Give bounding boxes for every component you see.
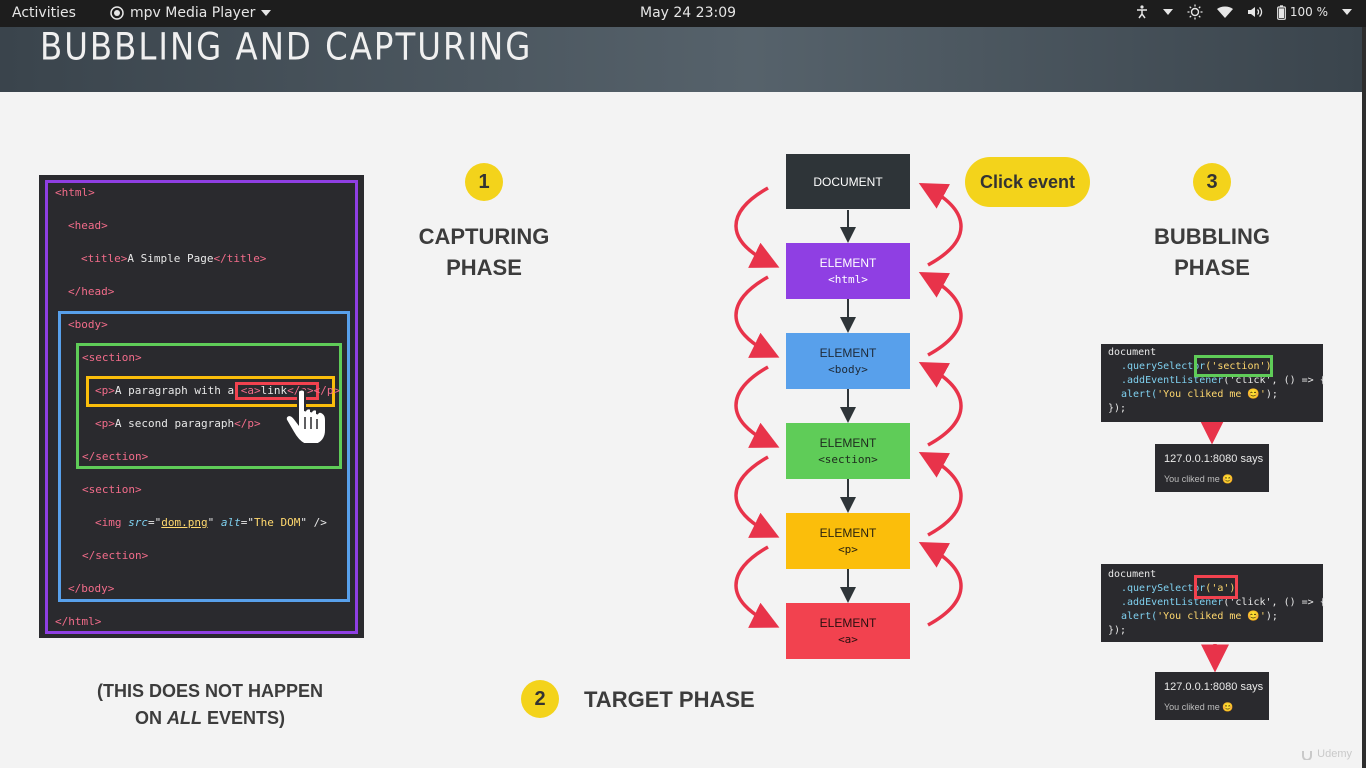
dom-node-label: ELEMENT (819, 526, 877, 540)
code-line-img: <img src="dom.png" alt="The DOM" /> (95, 516, 327, 529)
dom-node-tag: <section> (818, 453, 878, 466)
battery-percentage: 100 % (1289, 5, 1328, 19)
section-highlight-box (1194, 355, 1273, 377)
capturing-arrow (734, 545, 780, 628)
system-tray[interactable]: 100 % (1135, 4, 1352, 20)
chevron-down-icon (261, 10, 272, 16)
window-edge (1362, 27, 1366, 768)
bubbling-arrow (918, 451, 963, 537)
bubbling-arrow (918, 271, 963, 357)
phase-2-badge: 2 (521, 680, 559, 718)
battery-icon (1276, 4, 1286, 20)
app-menu[interactable]: mpv Media Player (110, 5, 272, 21)
udemy-logo-icon (1302, 751, 1313, 760)
html-code-panel: <html> <head> <title>A Simple Page</titl… (39, 175, 364, 638)
dom-node-label: ELEMENT (819, 616, 877, 630)
code-line-title: <title>A Simple Page</title> (81, 252, 267, 265)
dom-node-2: ELEMENT <body> (786, 333, 910, 389)
clock[interactable]: May 24 23:09 (640, 5, 737, 21)
udemy-watermark: Udemy (1301, 748, 1352, 760)
dom-node-label: ELEMENT (819, 256, 877, 270)
code-line-section-close: </section> (82, 450, 149, 463)
code-snippet-a: document .querySelector('a') .addEventLi… (1101, 564, 1326, 642)
app-name: mpv Media Player (130, 5, 256, 21)
code-line-paragraph-link: <p>A paragraph with a <a>link</a></p> (95, 384, 341, 397)
events-note: (THIS DOES NOT HAPPEN ON ALL EVENTS) (96, 681, 324, 728)
dom-node-0: DOCUMENT (786, 154, 910, 209)
target-phase-label: TARGET PHASE (584, 687, 755, 712)
code-line-html-open: <html> (55, 186, 95, 199)
bubbling-arrow (918, 361, 963, 447)
p-outline-box (86, 376, 335, 407)
wifi-icon (1216, 6, 1233, 18)
code-line-head-close: </head> (68, 285, 115, 298)
phase-3-badge: 3 (1193, 163, 1231, 201)
dom-node-5: ELEMENT <a> (786, 603, 910, 659)
dom-node-label: ELEMENT (819, 346, 877, 360)
code-line-section2-open: <section> (82, 483, 142, 496)
top-bar: Activities mpv Media Player May 24 23:09… (0, 0, 1366, 27)
section-outline-box (76, 343, 342, 469)
bubbling-arrow (918, 182, 963, 267)
chevron-down-icon (1342, 9, 1352, 15)
dom-node-tag: <html> (828, 273, 868, 286)
bubbling-arrow (918, 541, 963, 627)
capturing-arrow (734, 186, 780, 268)
hand-cursor-icon (284, 388, 327, 445)
dom-node-label: DOCUMENT (813, 174, 883, 189)
slide-title: BUBBLING AND CAPTURING (40, 25, 533, 70)
code-line-section2-close: </section> (82, 549, 149, 562)
chevron-down-icon (1162, 9, 1173, 15)
activities-button[interactable]: Activities (12, 5, 76, 21)
body-outline-box (58, 311, 350, 602)
phase-1-badge: 1 (465, 163, 503, 201)
alert-dialog-1: 127.0.0.1:8080 says You cliked me 😊 (1155, 444, 1269, 492)
dom-node-4: ELEMENT <p> (786, 513, 910, 569)
brightness-icon (1187, 4, 1203, 20)
code-line-head-open: <head> (68, 219, 108, 232)
click-event-pill: Click event (965, 157, 1090, 207)
accessibility-icon[interactable] (1135, 5, 1149, 19)
volume-icon (1247, 7, 1262, 17)
mpv-icon (110, 6, 124, 20)
dom-node-label: ELEMENT (819, 436, 877, 450)
code-line-section-open: <section> (82, 351, 142, 364)
capturing-arrow (734, 275, 780, 358)
dom-node-3: ELEMENT <section> (786, 423, 910, 479)
dom-node-tag: <body> (828, 363, 868, 376)
alert-dialog-2: 127.0.0.1:8080 says You cliked me 😊 (1155, 672, 1269, 720)
code-line-second-paragraph: <p>A second paragraph</p> (95, 417, 261, 430)
capturing-arrow (734, 365, 780, 448)
a-highlight-box (1194, 575, 1238, 599)
code-line-html-close: </html> (55, 615, 102, 628)
dom-node-tag: <a> (838, 633, 858, 646)
a-outline-box (235, 382, 319, 400)
code-line-body-open: <body> (68, 318, 108, 331)
code-snippet-section: document .querySelector('section') .addE… (1101, 344, 1326, 422)
html-outline-box (45, 180, 358, 634)
capturing-arrow (734, 455, 780, 538)
slide-header: BUBBLING AND CAPTURING (0, 25, 1366, 92)
dom-node-tag: <p> (838, 543, 858, 556)
code-line-body-close: </body> (68, 582, 115, 595)
dom-node-1: ELEMENT <html> (786, 243, 910, 299)
